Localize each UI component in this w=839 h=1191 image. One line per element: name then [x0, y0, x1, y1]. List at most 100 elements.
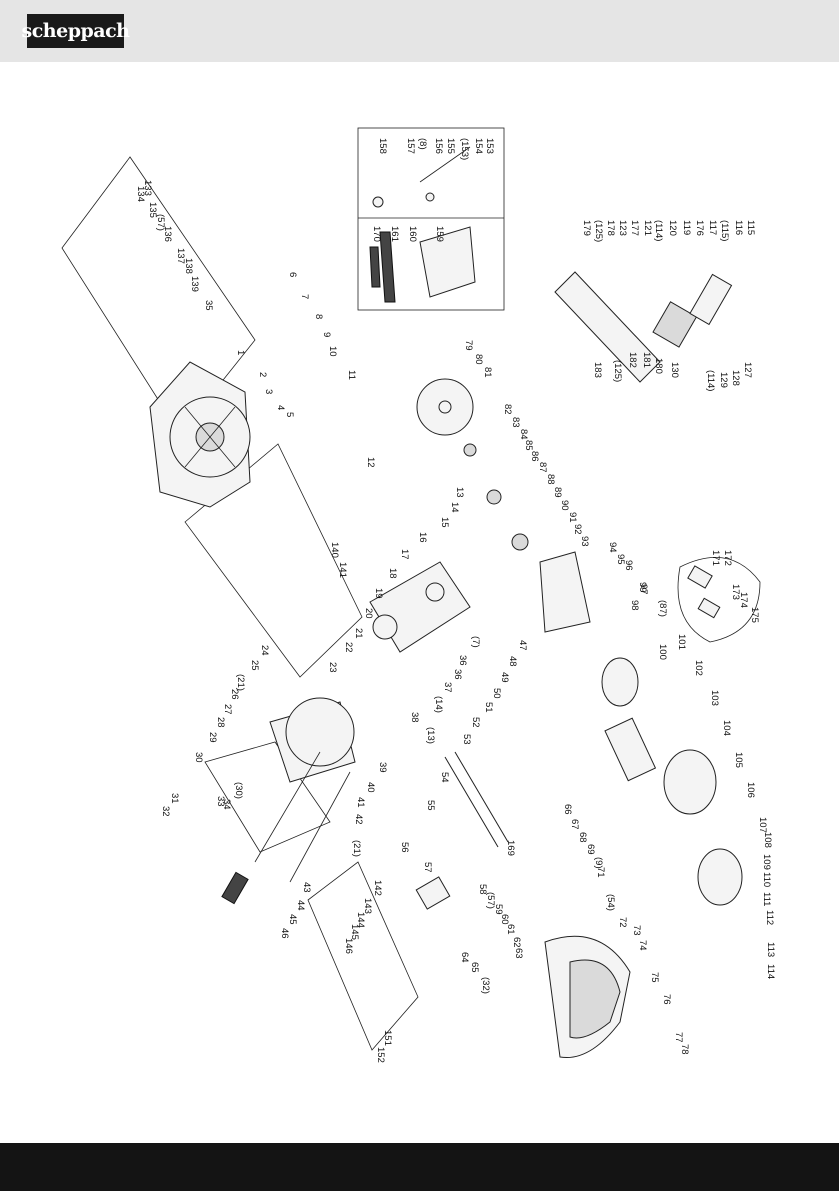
part-label: (153) [459, 138, 470, 160]
part-label: (30) [233, 782, 244, 799]
accessory-box [357, 127, 505, 311]
part-label: 53 [461, 734, 472, 745]
part-label: 107 [757, 817, 768, 833]
part-label: 14 [449, 502, 460, 513]
part-label: 138 [183, 258, 194, 274]
part-label: (114) [653, 220, 664, 241]
part-label: 19 [373, 588, 384, 599]
part-label: 54 [439, 772, 450, 783]
part-label: 46 [279, 928, 290, 939]
part-label: 127 [742, 362, 753, 378]
part-label: 116 [733, 220, 744, 235]
part-label: 134 [135, 186, 146, 202]
part-label: 57 [422, 862, 433, 873]
part-label: 39 [377, 762, 388, 773]
part-label: 60 [499, 914, 510, 925]
part-label: 181 [641, 352, 652, 368]
part-label: 79 [463, 340, 474, 351]
part-label: 170 [371, 226, 382, 242]
scheppach-logo: scheppach [22, 14, 130, 48]
group-outline-lock [307, 861, 419, 1051]
part-label: (115) [719, 220, 730, 241]
lower-guard [544, 935, 631, 1059]
part-label: 98 [629, 600, 640, 611]
part-label: 121 [642, 220, 653, 236]
part-label: 95 [615, 554, 626, 565]
part-label: (21) [235, 674, 246, 691]
part-label: 24 [259, 645, 270, 656]
part-label: 6 [287, 272, 298, 277]
part-label: 67 [569, 819, 580, 830]
part-label: 62 [511, 937, 522, 948]
part-label: 115 [745, 220, 756, 235]
part-label: 43 [301, 882, 312, 893]
part-label: 49 [499, 672, 510, 683]
part-label: 5 [284, 412, 295, 417]
part-label: 178 [605, 220, 616, 236]
part-label: 68 [577, 832, 588, 843]
part-label: 111 [761, 892, 772, 906]
part-label: 56 [399, 842, 410, 853]
part-label: 40 [365, 782, 376, 793]
laser-unit [677, 557, 761, 643]
part-label: 81 [482, 367, 493, 378]
header-band: scheppach [0, 0, 839, 62]
part-label: 21 [353, 628, 364, 639]
part-label: 69 [585, 844, 596, 855]
part-label: 144 [355, 912, 366, 928]
part-label: 173 [730, 584, 741, 600]
part-label: 174 [738, 592, 749, 608]
part-label: (21) [351, 840, 362, 857]
part-label: (9) [593, 857, 604, 869]
part-label: 50 [491, 688, 502, 699]
part-label: 130 [669, 362, 680, 378]
part-label: 180 [653, 358, 664, 374]
part-label: 47 [517, 640, 528, 651]
part-label: 91 [567, 512, 578, 523]
part-label: 23 [327, 662, 338, 673]
part-label: 37 [442, 682, 453, 693]
part-label: 123 [617, 220, 628, 236]
part-label: 182 [627, 352, 638, 368]
part-label: 71 [595, 867, 606, 878]
part-label: 176 [694, 220, 705, 236]
part-label: 136 [162, 226, 173, 242]
part-label: 26 [229, 689, 240, 700]
part-label: 86 [529, 451, 540, 462]
part-label: 103 [709, 690, 720, 706]
part-label: 35 [203, 300, 214, 311]
part-label: 3 [263, 389, 274, 394]
part-label: 114 [765, 964, 776, 979]
part-label: 157 [405, 138, 416, 154]
part-label: 139 [189, 276, 200, 292]
motor-assembly [601, 657, 743, 906]
part-label: 78 [679, 1044, 690, 1055]
part-label: 153 [484, 138, 495, 154]
part-label: (125) [593, 220, 604, 242]
part-label: 92 [572, 524, 583, 535]
part-label: 104 [721, 720, 732, 736]
part-label: 102 [693, 660, 704, 676]
part-label: 33 [215, 796, 226, 807]
part-label: 51 [483, 702, 494, 713]
part-label: 64 [459, 952, 470, 963]
part-label: 44 [295, 900, 306, 911]
rail-assembly [415, 751, 509, 910]
part-label: 88 [545, 474, 556, 485]
part-label: 61 [505, 924, 516, 935]
part-label: (13) [425, 727, 436, 744]
part-label: 42 [353, 814, 364, 825]
part-label: 45 [287, 914, 298, 925]
handle-assembly [554, 271, 733, 383]
exploded-parts-diagram: 1 2 3 4 5 6 7 8 9 10 11 12 13 14 15 16 1… [61, 127, 776, 1063]
part-label: 38 [409, 712, 420, 723]
part-label: 89 [552, 487, 563, 498]
part-label: (57) [485, 892, 496, 909]
part-label: 161 [389, 226, 400, 242]
part-label: 90 [559, 500, 570, 511]
part-label: 75 [649, 972, 660, 983]
part-label: 32 [160, 806, 171, 817]
part-label: 29 [207, 732, 218, 743]
part-label: 179 [581, 220, 592, 236]
part-label: 175 [749, 607, 760, 623]
